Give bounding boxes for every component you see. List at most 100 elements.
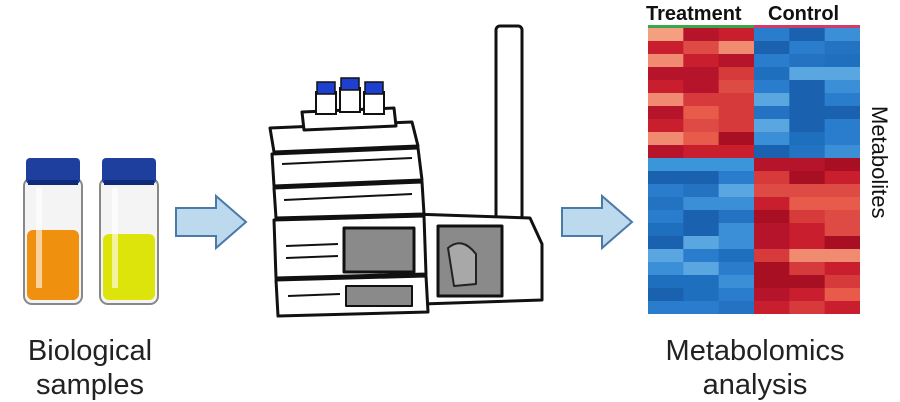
heatmap-cell bbox=[754, 184, 790, 198]
heatmap-cell bbox=[683, 54, 720, 68]
heatmap-cell bbox=[824, 54, 860, 68]
heatmap-cell bbox=[683, 119, 720, 133]
heatmap-cell bbox=[824, 236, 860, 250]
heatmap-cell bbox=[824, 262, 860, 276]
heatmap-cell bbox=[648, 236, 684, 250]
heatmap-cell bbox=[718, 171, 755, 185]
heatmap-cell bbox=[824, 158, 860, 172]
heatmap-cell bbox=[718, 210, 755, 224]
heatmap-cell bbox=[648, 54, 684, 68]
heatmap-cell bbox=[754, 67, 790, 81]
heatmap-cell bbox=[718, 249, 755, 263]
caption-right-line1: Metabolomics bbox=[665, 335, 845, 367]
heatmap-cell bbox=[718, 158, 755, 172]
heatmap-cell bbox=[648, 106, 684, 120]
heatmap-cell bbox=[754, 236, 790, 250]
heatmap-cell bbox=[683, 262, 720, 276]
heatmap-cell bbox=[789, 184, 826, 198]
heatmap-cell bbox=[718, 80, 755, 94]
heatmap-cell bbox=[754, 54, 790, 68]
heatmap-cell bbox=[754, 132, 790, 146]
heatmap-cell bbox=[648, 249, 684, 263]
heatmap-cell bbox=[789, 80, 826, 94]
heatmap-cell bbox=[718, 132, 755, 146]
caption-right-line2: analysis bbox=[702, 369, 808, 401]
heatmap-cell bbox=[754, 145, 790, 159]
heatmap-cell bbox=[789, 301, 826, 314]
heatmap-cell bbox=[754, 41, 790, 55]
group-bar-control bbox=[754, 25, 860, 29]
heatmap-cell bbox=[683, 223, 720, 237]
heatmap-cell bbox=[824, 249, 860, 263]
heatmap-cell bbox=[824, 275, 860, 289]
heatmap-cell bbox=[754, 28, 790, 42]
heatmap-cell bbox=[683, 184, 720, 198]
heatmap-cell bbox=[648, 197, 684, 211]
heatmap-cell bbox=[683, 275, 720, 289]
heatmap-cell bbox=[824, 301, 860, 314]
heatmap-cell bbox=[718, 301, 755, 314]
heatmap-cell bbox=[824, 41, 860, 55]
heatmap-cell bbox=[718, 93, 755, 107]
lc-ms-instrument-icon bbox=[268, 24, 544, 318]
heatmap-cell bbox=[824, 80, 860, 94]
heatmap-cell bbox=[683, 301, 720, 314]
heatmap-cell bbox=[824, 106, 860, 120]
vial-left bbox=[23, 158, 83, 305]
heatmap-cell bbox=[718, 197, 755, 211]
heatmap-cell bbox=[648, 132, 684, 146]
heatmap-cell bbox=[789, 54, 826, 68]
heatmap-cell bbox=[789, 132, 826, 146]
heatmap-cell bbox=[789, 288, 826, 302]
axis-label-metabolites: Metabolites bbox=[867, 106, 892, 219]
heatmap-cell bbox=[648, 288, 684, 302]
heatmap-cell bbox=[824, 210, 860, 224]
heatmap-cell bbox=[648, 262, 684, 276]
vial-right bbox=[99, 158, 159, 305]
heatmap-cell bbox=[754, 288, 790, 302]
lc-ms-instrument bbox=[262, 18, 552, 328]
heatmap-cell bbox=[824, 93, 860, 107]
heatmap-cell bbox=[754, 223, 790, 237]
heatmap-cell bbox=[718, 41, 755, 55]
right-arrow-icon bbox=[175, 193, 248, 251]
heatmap-cell bbox=[754, 158, 790, 172]
heatmap-cell bbox=[789, 93, 826, 107]
heatmap-cell bbox=[789, 275, 826, 289]
heatmap-cell bbox=[824, 184, 860, 198]
caption-left-line1: Biological bbox=[27, 335, 153, 367]
heatmap-cell bbox=[824, 67, 860, 81]
heatmap-cell bbox=[648, 80, 684, 94]
vial-left-cap bbox=[26, 158, 80, 184]
heatmap-cell bbox=[789, 28, 826, 42]
heatmap-cell bbox=[789, 158, 826, 172]
heatmap-cell bbox=[683, 93, 720, 107]
right-arrow-icon bbox=[561, 193, 634, 251]
heatmap-cell bbox=[683, 210, 720, 224]
heatmap-cell bbox=[683, 145, 720, 159]
heatmap-cell bbox=[824, 145, 860, 159]
heatmap-cell bbox=[824, 171, 860, 185]
heatmap-cell bbox=[754, 275, 790, 289]
heatmap-cell bbox=[824, 223, 860, 237]
heatmap-cell bbox=[648, 184, 684, 198]
heatmap-cell bbox=[718, 145, 755, 159]
heatmap-icon bbox=[648, 28, 860, 314]
heatmap-cell bbox=[789, 171, 826, 185]
caption-biological-samples: Biological samples bbox=[0, 334, 180, 402]
heatmap-cell bbox=[754, 119, 790, 133]
heatmap-cell bbox=[789, 106, 826, 120]
heatmap-cell bbox=[718, 67, 755, 81]
heatmap-cell bbox=[789, 41, 826, 55]
heatmap-cell bbox=[683, 288, 720, 302]
heatmap-cell bbox=[683, 28, 720, 42]
heatmap-cell bbox=[789, 249, 826, 263]
sample-vials bbox=[14, 150, 164, 310]
heatmap-cell bbox=[789, 197, 826, 211]
heatmap-cell bbox=[824, 132, 860, 146]
heatmap-cell bbox=[683, 67, 720, 81]
heatmap-cell bbox=[683, 236, 720, 250]
group-label-treatment: Treatment bbox=[646, 3, 742, 25]
solvent-bottles bbox=[315, 77, 385, 115]
heatmap-cell bbox=[789, 223, 826, 237]
